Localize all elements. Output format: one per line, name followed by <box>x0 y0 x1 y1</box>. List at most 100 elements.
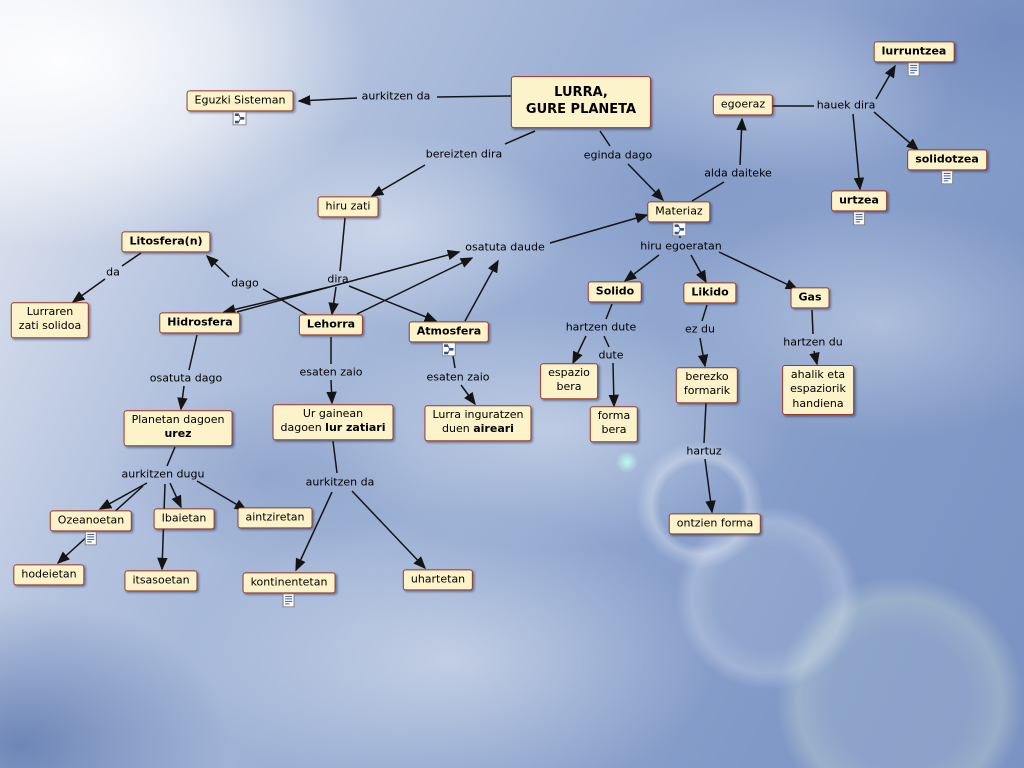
document-icon[interactable] <box>940 170 954 185</box>
linking-phrase-osatuta-dago[interactable]: osatuta dago <box>149 371 223 385</box>
concept-node-lurra-gure-planeta[interactable]: LURRA,GURE PLANETA <box>510 76 652 128</box>
concept-node-likido[interactable]: Likido <box>683 282 737 304</box>
linking-phrase-hiru-egoeratan[interactable]: hiru egoeratan <box>640 239 722 253</box>
linking-phrase-ez-du[interactable]: ez du <box>685 322 715 336</box>
concept-node-solidotzea[interactable]: solidotzea <box>907 149 987 185</box>
linking-phrase-dira[interactable]: dira <box>327 272 349 286</box>
cmap-icon[interactable] <box>672 222 686 237</box>
linking-phrase-da[interactable]: da <box>106 265 120 279</box>
concept-node-eguzki-sisteman[interactable]: Eguzki Sisteman <box>186 90 294 126</box>
document-icon[interactable] <box>907 62 921 77</box>
concept-label-text: ahalik eta <box>790 368 846 382</box>
concept-label: Materiaz <box>655 204 702 218</box>
concept-label: aintziretan <box>246 510 305 524</box>
concept-label: Hidrosfera <box>167 315 232 329</box>
concept-label-text: bera <box>556 380 582 394</box>
concept-node-litosfera[interactable]: Litosfera(n) <box>121 231 211 253</box>
concept-node-solido[interactable]: Solido <box>587 281 643 303</box>
concept-label: duen aireari <box>432 423 523 437</box>
linking-phrase-aurkitzen-da-2[interactable]: aurkitzen da <box>305 475 375 489</box>
concept-label-text: berezko <box>685 370 729 384</box>
concept-node-lurruntzea[interactable]: lurruntzea <box>873 41 955 77</box>
linking-phrase-dago[interactable]: dago <box>231 276 259 290</box>
concept-node-itsasoetan[interactable]: itsasoetan <box>124 570 198 592</box>
concept-label-text: forma <box>597 409 631 423</box>
concept-label-text: Lurraren <box>26 305 74 319</box>
concept-label: espaziorik <box>790 382 846 396</box>
concept-label: espazio <box>548 366 590 380</box>
concept-label-text: formarik <box>683 384 731 398</box>
concept-label: Ozeanoetan <box>58 513 124 527</box>
document-icon[interactable] <box>84 531 98 546</box>
concept-node-lehorra[interactable]: Lehorra <box>298 314 364 336</box>
concept-label: itsasoetan <box>132 573 189 587</box>
concept-node-kontinentetan[interactable]: kontinentetan <box>242 572 336 608</box>
concept-label: berezko <box>684 370 730 384</box>
linking-phrase-osatuta-daude[interactable]: osatuta daude <box>465 240 545 254</box>
concept-node-atmosfera[interactable]: Atmosfera <box>408 321 490 357</box>
linking-phrase-hauek-dira[interactable]: hauek dira <box>816 98 876 112</box>
concept-label-text: espazio <box>548 366 590 380</box>
concept-node-hidrosfera[interactable]: Hidrosfera <box>159 312 241 334</box>
concept-label-text: bera <box>601 423 627 437</box>
concept-label-text: Atmosfera <box>416 324 482 338</box>
concept-node-ontzien-forma[interactable]: ontzien forma <box>668 513 762 535</box>
concept-label-text: espaziorik <box>790 382 846 396</box>
concept-label-text: LURRA, <box>554 85 608 101</box>
linking-phrase-esaten-zaio-1[interactable]: esaten zaio <box>299 365 363 379</box>
concept-node-egoeraz[interactable]: egoeraz <box>712 94 774 116</box>
concept-label-text: Ur gainean <box>302 407 364 421</box>
linking-phrase-alda-daiteke[interactable]: alda daiteke <box>704 166 772 180</box>
concept-label: dagoen lur zatiari <box>281 422 386 436</box>
linking-phrase-hartzen-du[interactable]: hartzen du <box>783 335 843 349</box>
concept-node-hiru-zati[interactable]: hiru zati <box>317 196 379 218</box>
linking-phrase-esaten-zaio-2[interactable]: esaten zaio <box>426 370 490 384</box>
concept-node-ozeanoetan[interactable]: Ozeanoetan <box>49 510 133 546</box>
cmap-icon[interactable] <box>442 342 456 357</box>
concept-label-text: Materiaz <box>655 204 703 218</box>
concept-node-uhartetan[interactable]: uhartetan <box>402 569 474 591</box>
cmap-icon[interactable] <box>232 111 247 126</box>
document-icon[interactable] <box>852 211 866 226</box>
linking-phrase-hartuz[interactable]: hartuz <box>686 444 722 458</box>
concept-label: solidotzea <box>915 152 979 166</box>
concept-node-ibaietan[interactable]: Ibaietan <box>153 508 215 530</box>
concept-label-text: Likido <box>691 285 729 299</box>
concept-node-hodeietan[interactable]: hodeietan <box>13 564 85 586</box>
concept-label-text: egoeraz <box>720 97 766 111</box>
concept-label-text: uhartetan <box>410 572 466 586</box>
concept-node-aintziretan[interactable]: aintziretan <box>237 507 313 529</box>
linking-phrase-aurkitzen-da-1[interactable]: aurkitzen da <box>361 89 431 103</box>
concept-label-text: duen <box>442 422 474 436</box>
concept-label-text: handiena <box>792 396 844 410</box>
concept-label-text: dagoen <box>280 421 326 435</box>
concept-label-text: lur zatiari <box>325 421 386 435</box>
concept-label: urez <box>132 428 225 442</box>
linking-phrase-eginda-dago[interactable]: eginda dago <box>583 148 653 162</box>
linking-phrase-dute[interactable]: dute <box>598 348 624 362</box>
concept-label: Gas <box>799 290 822 304</box>
concept-label: bera <box>598 424 630 438</box>
concept-label: Lehorra <box>307 317 355 331</box>
concept-label: kontinentetan <box>251 575 328 589</box>
linking-phrase-bereizten-dira[interactable]: bereizten dira <box>425 147 503 161</box>
concept-label-text: urtzea <box>839 193 879 207</box>
concept-label: uhartetan <box>411 572 465 586</box>
concept-label: egoeraz <box>721 97 765 111</box>
concept-label-text: solidotzea <box>915 152 979 166</box>
linking-phrase-hartzen-dute[interactable]: hartzen dute <box>565 320 637 334</box>
concept-node-gas[interactable]: Gas <box>790 287 830 309</box>
concept-node-urtzea[interactable]: urtzea <box>831 190 887 226</box>
linking-phrase-aurkitzen-dugu[interactable]: aurkitzen dugu <box>121 467 205 481</box>
document-icon[interactable] <box>282 593 296 608</box>
concept-label-text: lurruntzea <box>881 44 947 58</box>
concept-node-materiaz[interactable]: Materiaz <box>647 201 711 237</box>
